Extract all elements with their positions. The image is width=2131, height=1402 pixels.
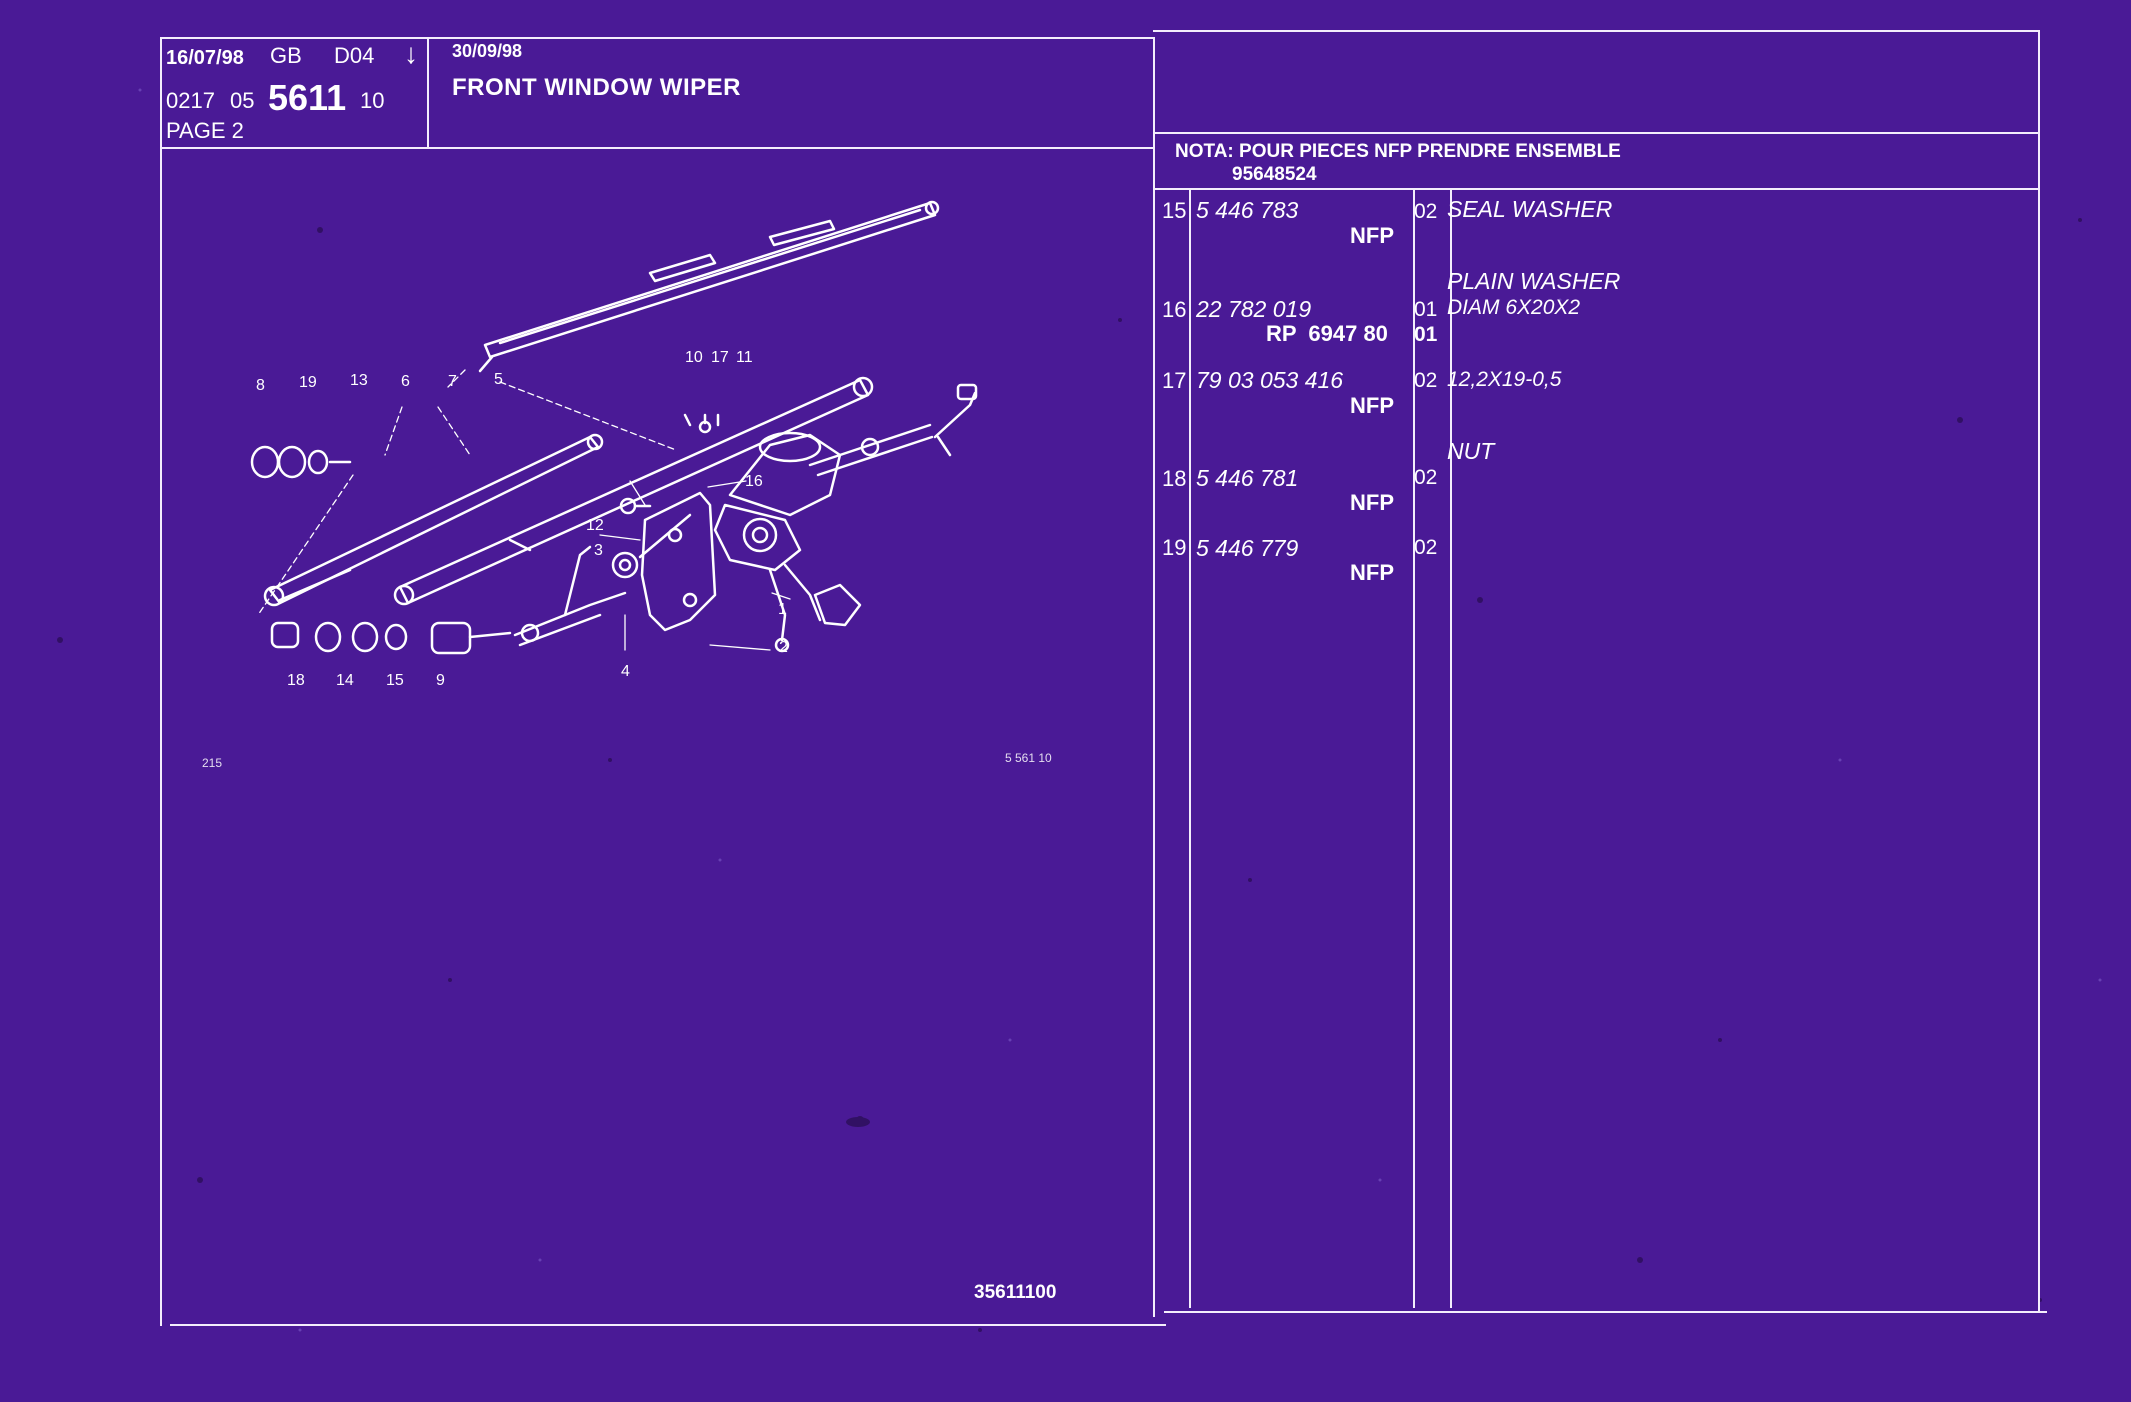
callout-3: 3 — [594, 542, 603, 559]
description: SEAL WASHER — [1447, 196, 1613, 222]
callout-7: 7 — [448, 373, 457, 390]
part-number: 22 782 019 — [1196, 296, 1312, 322]
quantity: 02 — [1414, 200, 1438, 223]
pivot-right — [808, 383, 978, 477]
header-date-2: 30/09/98 — [452, 41, 523, 61]
callout-4: 4 — [621, 663, 630, 680]
header-section-suffix: 10 — [360, 88, 385, 113]
nuts-set — [250, 445, 352, 479]
header-group-code: 0217 — [166, 88, 215, 113]
header-language: GB — [270, 43, 302, 68]
callout-15: 15 — [386, 672, 404, 689]
header-subgroup-code: 05 — [230, 88, 255, 113]
callout-10: 10 — [685, 349, 703, 366]
quantity: 02 — [1414, 466, 1438, 489]
callout-2: 2 — [779, 639, 788, 656]
part-number: 5 446 779 — [1196, 535, 1299, 561]
nfp-flag: NFP — [1350, 560, 1394, 585]
quantity: 02 — [1414, 536, 1438, 559]
small-hardware — [619, 413, 720, 515]
quantity: 01 — [1414, 298, 1438, 321]
callout-9: 9 — [436, 672, 445, 689]
frame-bottom-right — [1164, 1311, 2047, 1313]
header-code: D04 — [334, 43, 375, 68]
ref-number: 17 — [1162, 368, 1187, 393]
callout-17: 17 — [711, 349, 729, 366]
quantity: 02 — [1414, 369, 1438, 392]
drawing-ref-left: 215 — [202, 756, 223, 770]
nfp-flag: NFP — [1350, 223, 1394, 248]
nota-line-1: NOTA: POUR PIECES NFP PRENDRE ENSEMBLE — [1175, 141, 1621, 162]
callout-8: 8 — [256, 377, 265, 394]
ref-number: 19 — [1162, 535, 1187, 560]
linkage — [513, 513, 692, 647]
callout-19: 19 — [299, 374, 317, 391]
callout-5: 5 — [494, 371, 503, 388]
frame-top-left — [160, 37, 1155, 39]
sheet-code: 35611100 — [974, 1282, 1057, 1303]
frame-middle — [1153, 37, 1155, 1317]
description: 12,2X19-0,5 — [1447, 368, 1562, 391]
part-number: 79 03 053 416 — [1196, 367, 1344, 393]
wiper-exploded-diagram — [250, 200, 978, 655]
callout-16: 16 — [745, 473, 763, 490]
header-divider — [427, 37, 429, 147]
col-sep-qty — [1450, 190, 1452, 1308]
drawing-ref-right: 5 561 10 — [1005, 751, 1052, 765]
wiper-motor — [713, 431, 862, 653]
frame-left — [160, 37, 162, 1326]
callout-6: 6 — [401, 373, 410, 390]
callout-14: 14 — [336, 672, 354, 689]
description: NUT — [1447, 438, 1495, 464]
nfp-flag: NFP — [1350, 490, 1394, 515]
wiper-arm-left — [263, 433, 604, 607]
replacement-part-number: RP 6947 80 — [1266, 321, 1388, 346]
nota-line-2: 95648524 — [1232, 164, 1317, 185]
ref-number: 18 — [1162, 466, 1187, 491]
col-sep-ref — [1189, 190, 1191, 1308]
frame-right — [2038, 30, 2040, 1313]
page-number: PAGE 2 — [166, 118, 244, 143]
wiper-arm-right — [393, 376, 874, 606]
ref-number: 15 — [1162, 198, 1187, 223]
callout-18: 18 — [287, 672, 305, 689]
ref-number: 16 — [1162, 297, 1187, 322]
col-sep-pn — [1413, 190, 1415, 1308]
arrow-down-icon: ↓ — [404, 38, 418, 69]
header-section-number: 5611 — [268, 77, 347, 118]
callout-12: 12 — [586, 517, 604, 534]
frame-bottom-left — [170, 1324, 1166, 1326]
replacement-quantity: 01 — [1414, 323, 1438, 346]
description: DIAM 6X20X2 — [1447, 296, 1581, 319]
page-title: FRONT WINDOW WIPER — [452, 74, 741, 101]
callout-13: 13 — [350, 372, 368, 389]
description: PLAIN WASHER — [1447, 268, 1621, 294]
nota-bottom — [1155, 188, 2039, 190]
header-date-1: 16/07/98 — [166, 47, 244, 69]
part-number: 5 446 781 — [1196, 465, 1299, 491]
callout-11: 11 — [736, 349, 753, 366]
part-number: 5 446 783 — [1196, 197, 1299, 223]
callout-1: 1 — [778, 601, 787, 618]
header-bottom-right — [1155, 132, 2039, 134]
mounting-bracket — [640, 491, 717, 632]
frame-top-right — [1153, 30, 2039, 32]
wiper-blade — [478, 200, 940, 373]
nfp-flag: NFP — [1350, 393, 1394, 418]
header-bottom-left — [160, 147, 1155, 149]
pivot-left — [270, 621, 512, 655]
